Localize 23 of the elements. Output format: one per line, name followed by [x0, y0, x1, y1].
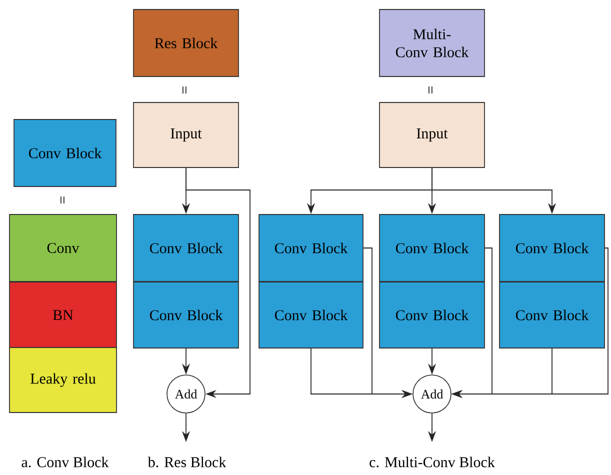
conv-block-box: Conv Block	[379, 214, 485, 282]
conv-layer-box: Conv	[9, 214, 117, 282]
activation-layer-box: Leaky relu	[9, 347, 117, 413]
caption: c. Multi-Conv Block	[370, 456, 495, 468]
input-box: Input	[133, 102, 239, 168]
conv-block-box: Conv Block	[133, 282, 239, 348]
caption: a. Conv Block	[22, 456, 109, 468]
conv-block-box: Conv Block	[258, 214, 364, 282]
input-box: Input	[379, 102, 485, 168]
equals-sign: =	[60, 196, 64, 204]
multi-conv-block-box: Multi- Conv Block	[379, 9, 485, 77]
conv-block-box: Conv Block	[133, 214, 239, 282]
conv-block-box: Conv Block	[379, 282, 485, 348]
conv-block-box: Conv Block	[258, 282, 364, 348]
caption: b. Res Block	[148, 456, 226, 468]
equals-sign: =	[428, 86, 432, 94]
conv-block-box: Conv Block	[499, 282, 605, 348]
arrow	[186, 168, 250, 398]
conv-block-box: Conv Block	[499, 214, 605, 282]
res-block-box: Res Block	[133, 9, 239, 77]
conv-block-box: Conv Block	[14, 119, 116, 187]
bn-layer-box: BN	[9, 282, 117, 348]
equals-sign: =	[182, 86, 186, 94]
